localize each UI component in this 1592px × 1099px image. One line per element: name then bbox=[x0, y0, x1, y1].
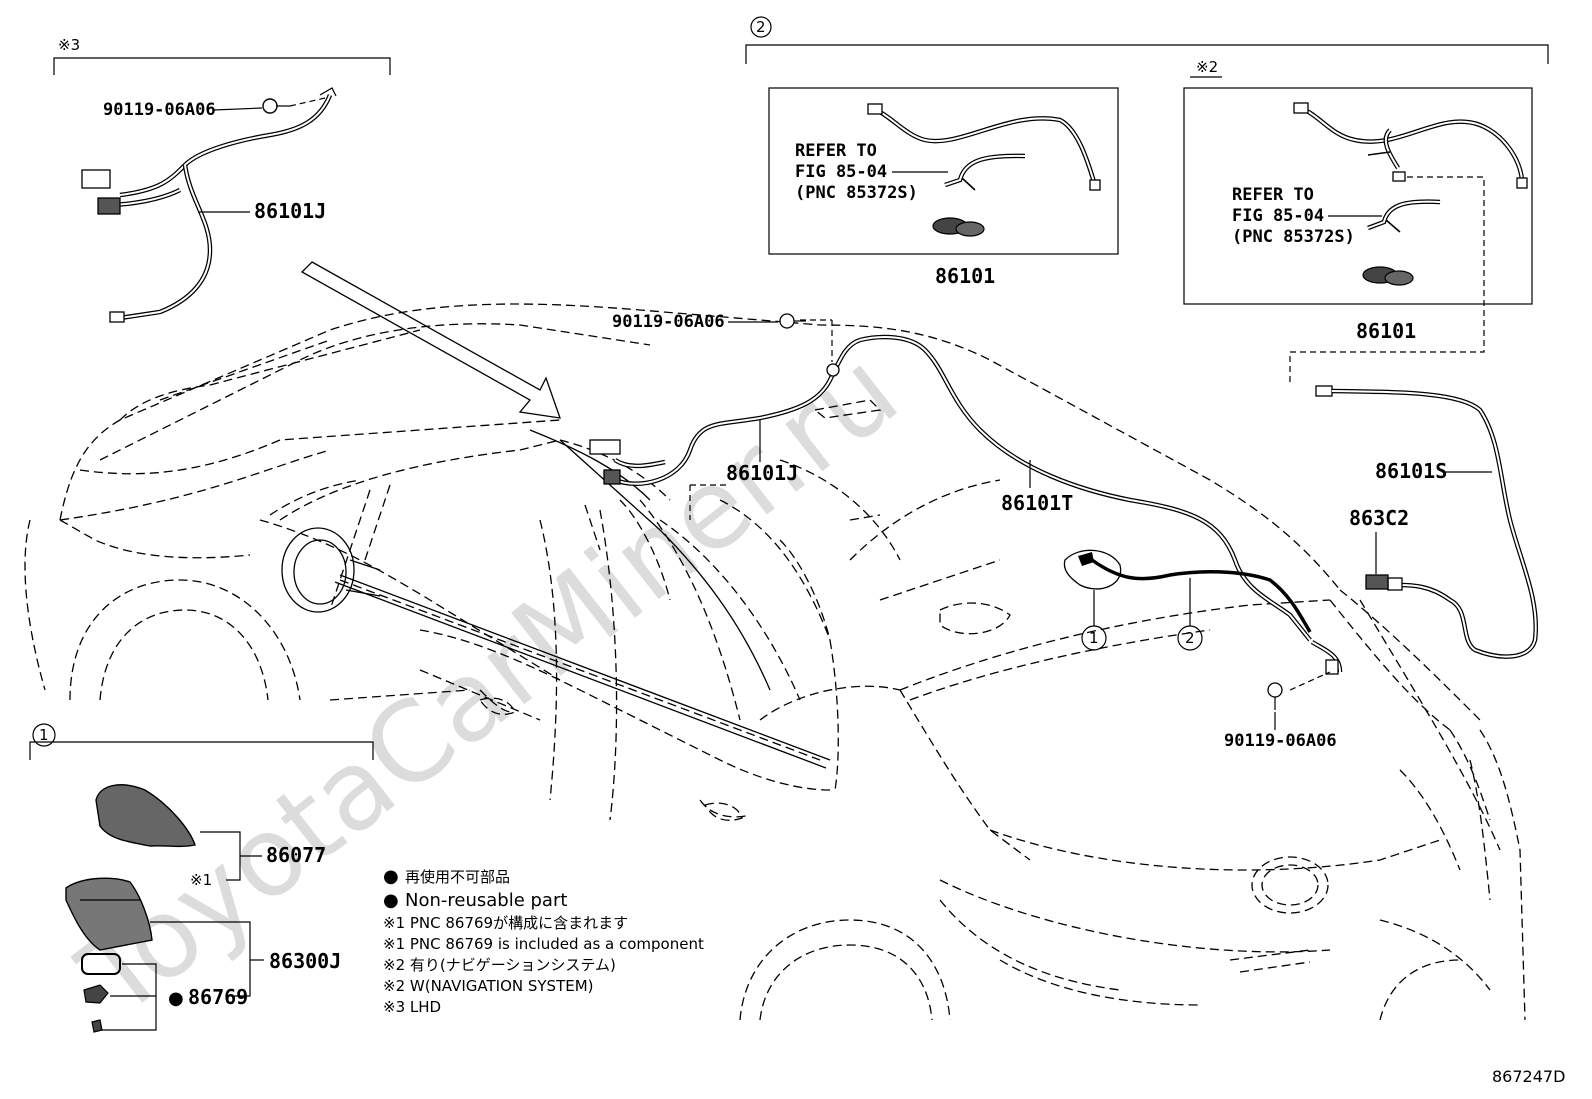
legend-line-6-en: ※2 W(NAVIGATION SYSTEM) bbox=[383, 977, 594, 995]
lhd-group-mark: ※3 bbox=[58, 36, 80, 54]
lhd-group-bracket bbox=[53, 57, 391, 75]
navi-section-number: 2 bbox=[756, 18, 766, 36]
part-label-86101j-top: 86101J bbox=[254, 199, 326, 223]
refer-box-1 bbox=[768, 87, 1119, 255]
watermark: ToyotaCarMiner.ru bbox=[56, 326, 921, 1041]
part-label-90119-06a06-roof: 90119-06A06 bbox=[612, 312, 725, 332]
legend-bullet-1: ● bbox=[383, 866, 399, 887]
part-label-86101-box-1: 86101 bbox=[935, 264, 995, 288]
antenna-group: 1 86077 ※1 86300J 86769 ● bbox=[29, 723, 374, 1033]
leader-86300j bbox=[150, 921, 251, 997]
figure-code: 867247D bbox=[1492, 1067, 1565, 1086]
non-reusable-bullet-86769: ● bbox=[168, 988, 184, 1009]
refer-box-1-line-2: FIG 85-04 bbox=[795, 162, 887, 182]
part-label-86769: 86769 bbox=[188, 985, 248, 1009]
main-harnesses: 90119-06A06 86101J 86101T 1 2 90119-06A0… bbox=[589, 312, 1538, 751]
part-label-86101j-main: 86101J bbox=[726, 461, 798, 485]
refer-box-2-line-2: FIG 85-04 bbox=[1232, 206, 1324, 226]
refer-box-2-line-1: REFER TO bbox=[1232, 185, 1314, 205]
antenna-section-number: 1 bbox=[39, 726, 49, 744]
refer-box-2-line-3: (PNC 85372S) bbox=[1232, 227, 1355, 247]
legend-line-4-en: ※1 PNC 86769 is included as a component bbox=[383, 935, 704, 953]
part-label-90119-06a06-rear: 90119-06A06 bbox=[1224, 731, 1337, 751]
refer-box-1-line-3: (PNC 85372S) bbox=[795, 183, 918, 203]
antenna-group-bracket bbox=[29, 741, 374, 760]
part-label-86077: 86077 bbox=[266, 843, 326, 867]
note-mark-86077: ※1 bbox=[190, 871, 212, 889]
navi-section-circle bbox=[750, 16, 772, 38]
antenna-section-circle bbox=[32, 723, 56, 747]
part-label-863c2: 863C2 bbox=[1349, 506, 1409, 530]
legend-line-7: ※3 LHD bbox=[383, 998, 441, 1016]
navi-variant-mark: ※2 bbox=[1196, 58, 1218, 76]
refer-box-1-line-1: REFER TO bbox=[795, 141, 877, 161]
legend-line-2-en: Non-reusable part bbox=[405, 890, 567, 911]
legend-line-1-jp: 再使用不可部品 bbox=[405, 868, 510, 886]
part-label-86101-box-2: 86101 bbox=[1356, 319, 1416, 343]
callout-2: 2 bbox=[1185, 629, 1195, 647]
legend-line-3-jp: ※1 PNC 86769が構成に含まれます bbox=[383, 914, 628, 932]
legend-bullet-2: ● bbox=[383, 890, 399, 911]
navi-group-bracket bbox=[745, 44, 1549, 64]
direction-arrow bbox=[300, 261, 561, 419]
callout-1: 1 bbox=[1089, 629, 1099, 647]
leader-bolt-top-left bbox=[213, 107, 263, 111]
part-label-86101t: 86101T bbox=[1001, 491, 1073, 515]
part-label-90119-06a06-top-left: 90119-06A06 bbox=[103, 100, 216, 120]
part-label-86300j: 86300J bbox=[269, 949, 341, 973]
navi-group: 2 REFER TO FIG 85-04 (PNC 85372S) 86101 … bbox=[745, 16, 1549, 385]
part-label-86101s: 86101S bbox=[1375, 459, 1447, 483]
lhd-group: ※3 90119-06A06 86101J bbox=[53, 36, 391, 323]
legend-line-5-jp: ※2 有り(ナビゲーションシステム) bbox=[383, 956, 616, 974]
refer-box-2 bbox=[1183, 87, 1533, 305]
leader-86769-stack bbox=[100, 963, 157, 1031]
legend: ● 再使用不可部品 ● Non-reusable part ※1 PNC 867… bbox=[383, 866, 704, 1016]
